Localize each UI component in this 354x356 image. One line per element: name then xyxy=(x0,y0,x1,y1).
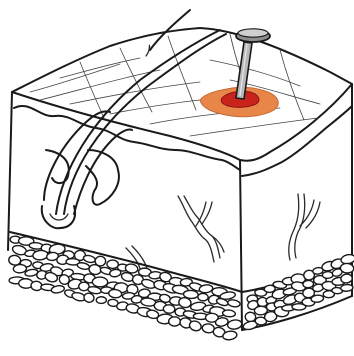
fat-cell xyxy=(107,260,119,269)
fat-cell xyxy=(227,299,240,308)
fat-cell xyxy=(340,274,352,284)
fat-cell-icon xyxy=(8,232,354,341)
fat-cell xyxy=(340,284,353,292)
fat-cell xyxy=(198,293,209,301)
fat-cell xyxy=(322,271,333,278)
fat-cell xyxy=(340,263,354,273)
fat-cell xyxy=(303,280,314,288)
epidermis-layer xyxy=(14,106,352,176)
blood-vessel-icon xyxy=(126,194,320,276)
fat-cell xyxy=(227,319,242,330)
fat-cell xyxy=(13,264,27,273)
fat-cell xyxy=(222,310,235,318)
hair-icon xyxy=(42,10,226,228)
fat-cell xyxy=(77,262,91,271)
fat-cell xyxy=(163,304,175,313)
fat-cell xyxy=(96,297,106,304)
fat-cell xyxy=(92,277,108,287)
fat-cell xyxy=(169,317,181,326)
fat-cell xyxy=(83,254,96,263)
fat-cell xyxy=(245,312,257,323)
